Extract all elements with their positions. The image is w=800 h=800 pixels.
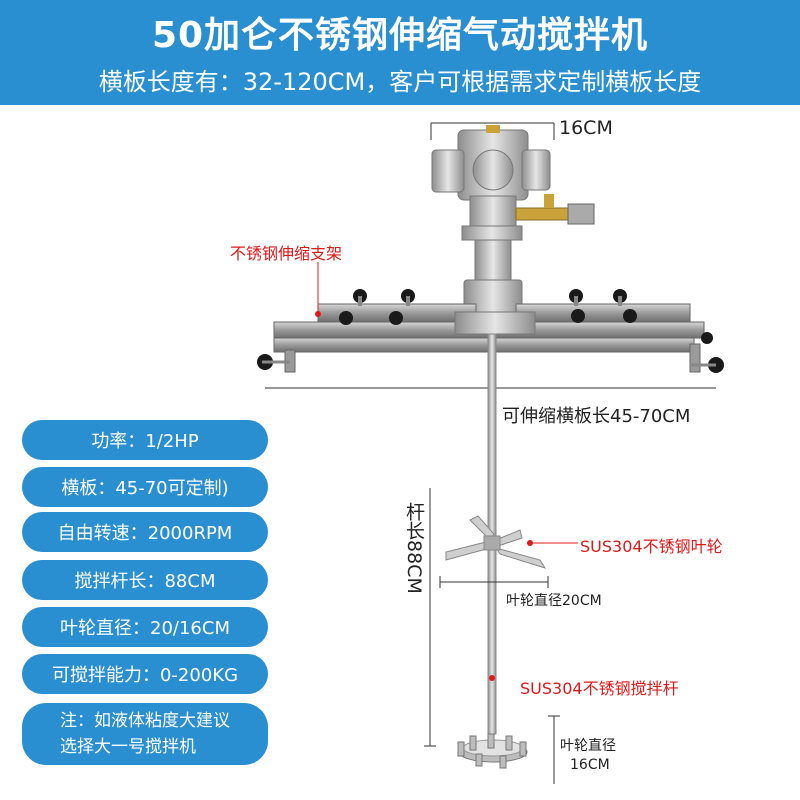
note-line-1: 注：如液体粘度大建议 <box>60 711 230 731</box>
bracket-label: 不锈钢伸缩支架 <box>230 244 343 263</box>
spec-power: 功率：1/2HP <box>22 420 268 460</box>
motor-width-dimension <box>430 122 555 140</box>
spec-note: 注：如液体粘度大建议 选择大一号搅拌机 <box>22 703 268 765</box>
impeller-label: SUS304不锈钢叶轮 <box>580 537 723 556</box>
spec-shaft-length: 搅拌杆长：88CM <box>22 560 268 600</box>
telescopic-bracket <box>257 289 724 373</box>
bottom-diameter-dimension <box>548 715 560 784</box>
motor-width-label: 16CM <box>559 117 613 139</box>
upper-impeller <box>445 515 547 569</box>
shaft-length-label: 杆长88CM <box>403 502 425 594</box>
page-title: 50加仑不锈钢伸缩气动搅拌机 <box>151 15 649 56</box>
mixer-illustration <box>257 122 724 784</box>
bottom-disc-impeller <box>457 733 528 769</box>
spec-impeller-diameter: 叶轮直径：20/16CM <box>22 607 268 647</box>
crossbar-label: 可伸缩横板长45-70CM <box>502 406 691 427</box>
impeller-diameter-label: 叶轮直径20CM <box>506 593 602 609</box>
bottom-diameter-label-2: 16CM <box>570 757 610 773</box>
air-motor <box>431 125 595 321</box>
spec-speed: 自由转速：2000RPM <box>22 512 268 552</box>
page-subtitle: 横板长度有：32-120CM，客户可根据需求定制横板长度 <box>98 68 702 96</box>
impeller-diameter-dimension <box>439 576 549 588</box>
bottom-diameter-label-1: 叶轮直径 <box>560 738 616 754</box>
spec-capacity: 可搅拌能力：0-200KG <box>22 654 268 694</box>
note-line-2: 选择大一号搅拌机 <box>60 737 196 757</box>
bracket-pointer <box>315 262 321 317</box>
title-banner: 50加仑不锈钢伸缩气动搅拌机 横板长度有：32-120CM，客户可根据需求定制横… <box>0 0 800 105</box>
shaft-material-label: SUS304不锈钢搅拌杆 <box>520 679 679 698</box>
shaft-length-dimension <box>424 488 436 747</box>
spec-crossbar: 横板：45-70可定制) <box>22 467 268 507</box>
